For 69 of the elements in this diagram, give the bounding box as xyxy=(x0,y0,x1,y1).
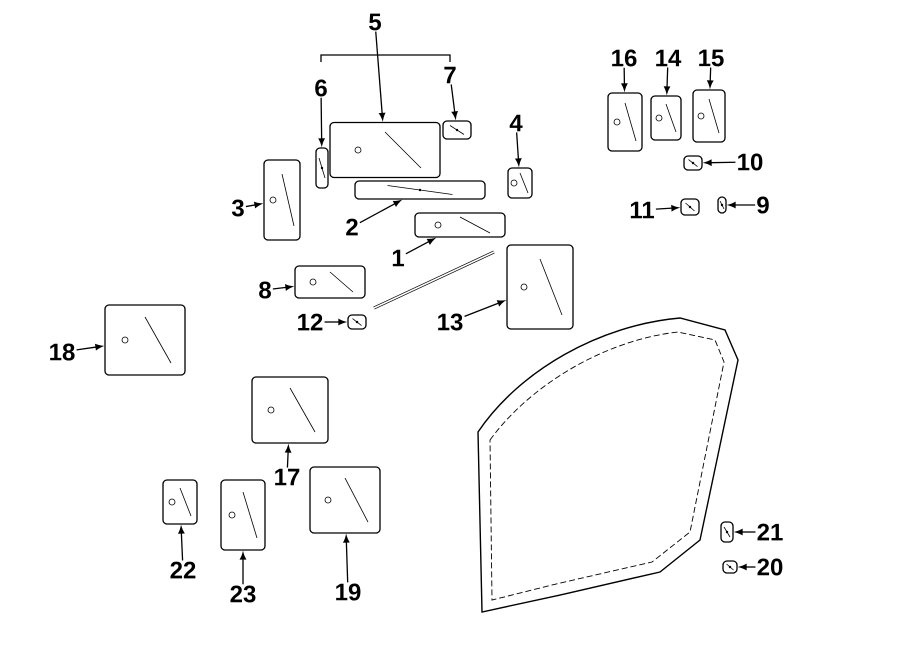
callout-number: 14 xyxy=(656,50,682,66)
leader-arrow xyxy=(360,200,401,224)
part-drawing xyxy=(717,196,727,214)
part-drawing xyxy=(162,479,198,525)
part-drawing xyxy=(220,479,266,551)
callout-number: 5 xyxy=(369,14,381,30)
callout-number: 21 xyxy=(758,524,783,540)
leader-arrow xyxy=(246,202,262,208)
callout-number: 22 xyxy=(170,562,196,578)
part-drawing xyxy=(315,147,329,189)
callout-number: 13 xyxy=(438,314,462,331)
leader-arrow xyxy=(318,98,325,146)
callout-number: 19 xyxy=(336,584,360,600)
callout-number: 8 xyxy=(259,282,271,298)
callout-number: 2 xyxy=(346,218,358,236)
leader-arrow xyxy=(707,68,714,88)
leader-arrow xyxy=(324,319,346,325)
part-drawing xyxy=(104,304,186,376)
callout-number: 6 xyxy=(315,80,327,96)
part-drawing xyxy=(251,376,329,444)
callout-number: 16 xyxy=(612,50,636,66)
leader-arrow xyxy=(464,300,505,317)
callout-number: 12 xyxy=(298,314,322,330)
part-drawing xyxy=(442,120,472,140)
leader-arrow xyxy=(740,564,756,570)
callout-number: 23 xyxy=(230,586,256,603)
callout-number: 11 xyxy=(630,202,654,218)
callout-number: 15 xyxy=(699,50,724,66)
callout-number: 3 xyxy=(232,200,244,217)
part-drawing xyxy=(680,198,700,216)
leader-arrow xyxy=(406,238,435,254)
part-drawing xyxy=(720,521,734,543)
leader-arrow xyxy=(704,160,736,166)
part-drawing xyxy=(607,92,643,152)
part-drawing xyxy=(506,244,574,330)
part-drawing xyxy=(650,95,682,141)
callout-number: 7 xyxy=(444,66,456,84)
leader-arrow xyxy=(375,32,386,120)
part-drawing xyxy=(414,212,506,238)
leader-arrow xyxy=(736,529,756,535)
leader-arrow xyxy=(664,67,670,94)
leader-arrow xyxy=(656,205,678,212)
part-drawing xyxy=(507,167,533,199)
callout-number: 20 xyxy=(758,558,782,576)
part-drawing xyxy=(683,155,703,171)
callout-number: 10 xyxy=(738,154,762,170)
leader-arrow xyxy=(343,536,350,582)
part-drawing xyxy=(722,560,738,574)
callout-number: 17 xyxy=(275,468,300,486)
leader-arrow xyxy=(285,446,292,468)
callout-number: 18 xyxy=(50,344,75,360)
leader-arrow xyxy=(272,284,292,290)
part-drawing xyxy=(354,180,486,200)
part-drawing xyxy=(347,314,367,330)
callout-number: 9 xyxy=(757,196,769,214)
part-drawing xyxy=(263,159,301,241)
part-drawing xyxy=(692,89,726,143)
leader-arrow xyxy=(621,68,628,90)
leader-arrow xyxy=(515,132,522,166)
leader-arrow xyxy=(240,552,246,584)
callout-number: 1 xyxy=(392,250,404,266)
leader-arrow xyxy=(178,526,184,560)
leader-arrow xyxy=(450,84,458,118)
part-drawing xyxy=(309,466,381,534)
part-drawing xyxy=(329,122,441,178)
callout-number: 4 xyxy=(510,114,523,132)
leader-arrow xyxy=(728,202,756,208)
leader-arrow xyxy=(76,344,102,351)
part-drawing xyxy=(294,265,366,299)
